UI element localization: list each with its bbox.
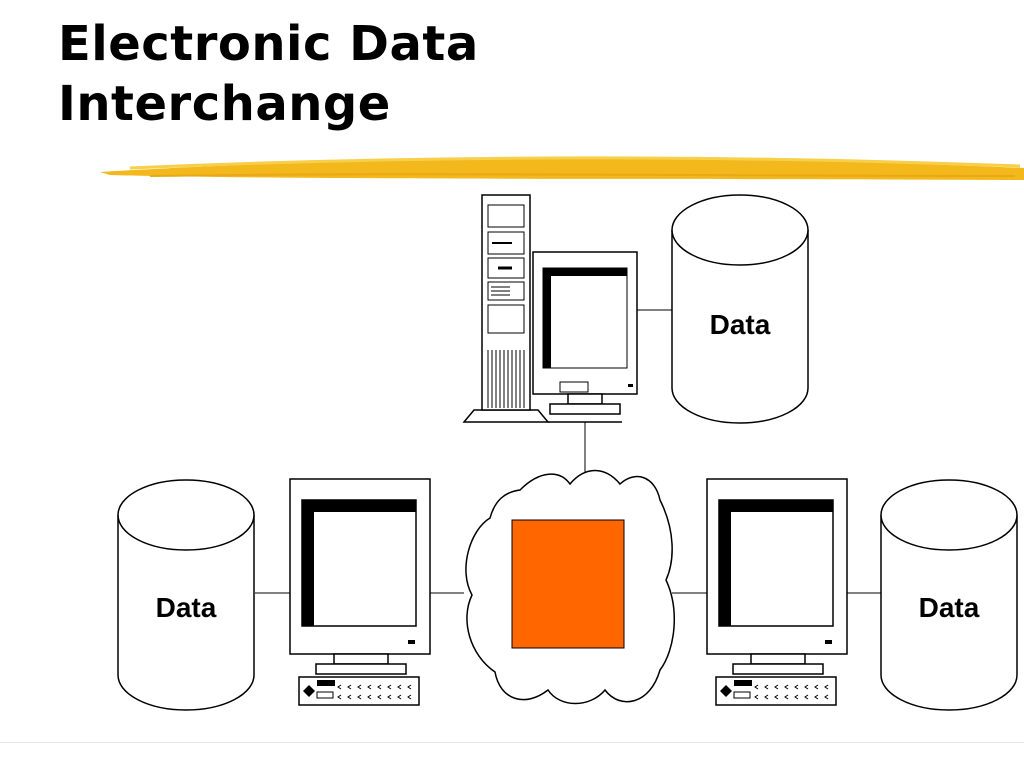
center-box [511,519,625,649]
right-workstation-icon [706,478,848,706]
database-top: Data [671,194,809,424]
title-line-1: Electronic Data [58,16,479,72]
server-tower-icon [462,194,550,423]
slide-title: Electronic Data Interchange [58,14,479,134]
database-left: Data [117,479,255,711]
cloud-icon [465,469,676,705]
footer-divider [0,742,1024,743]
database-right-label: Data [919,592,980,623]
left-workstation-icon [289,478,431,706]
database-top-label: Data [710,309,771,340]
server-monitor-icon [532,251,638,423]
database-right: Data [880,479,1018,711]
database-left-label: Data [156,592,217,623]
title-underline [100,156,1024,180]
title-line-2: Interchange [58,76,391,132]
